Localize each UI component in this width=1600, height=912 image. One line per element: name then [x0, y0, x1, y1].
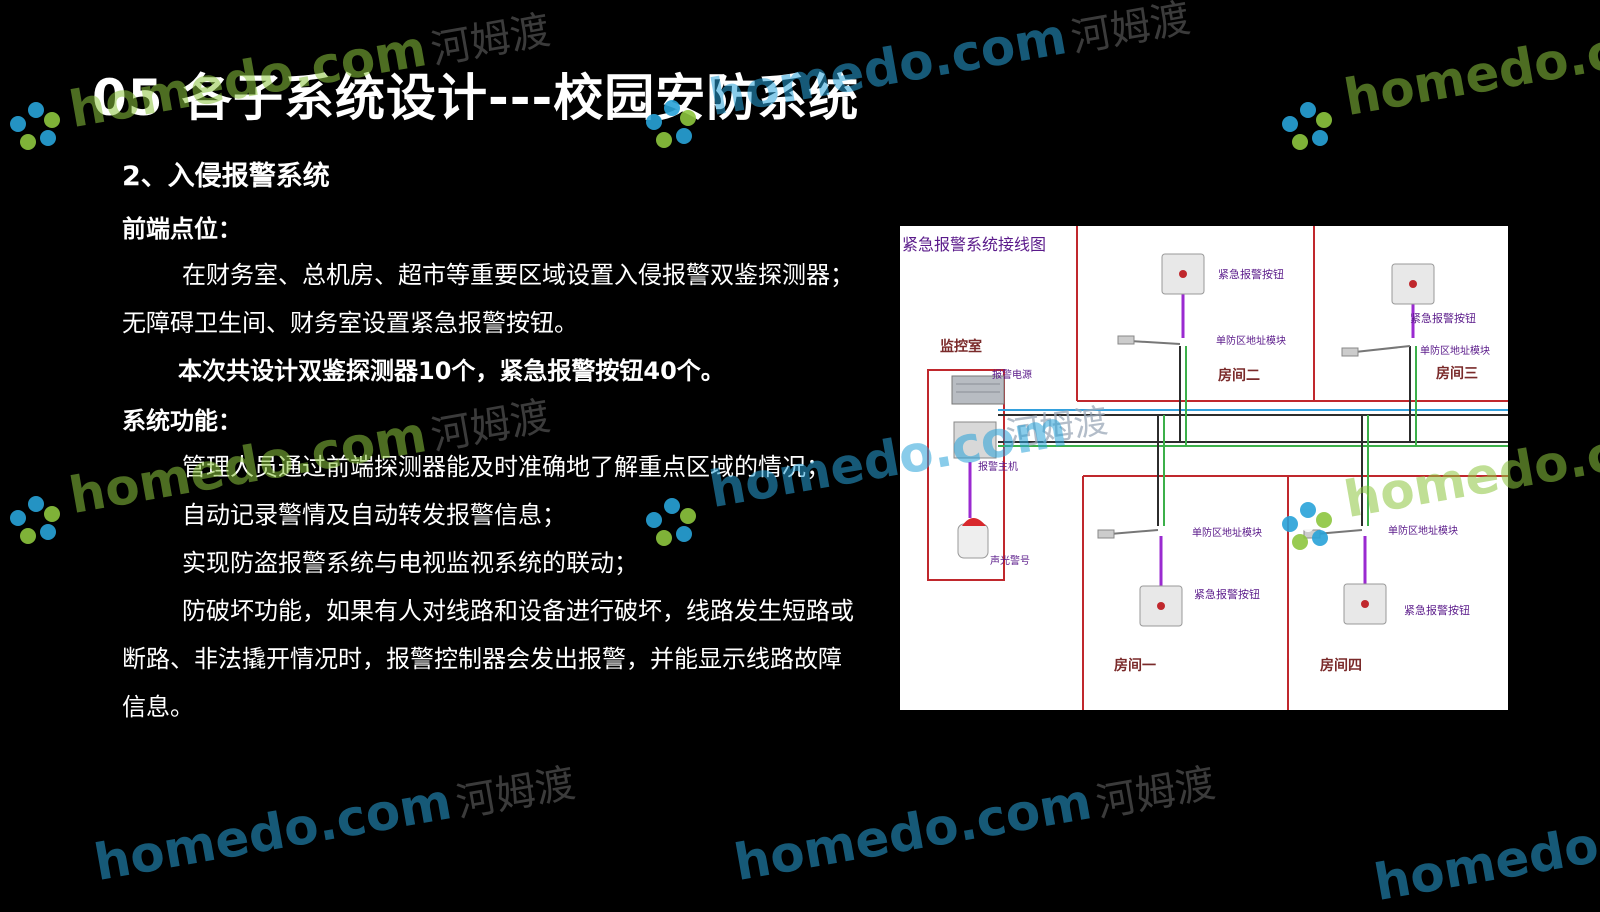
content-area: 2、入侵报警系统 前端点位： 在财务室、总机房、超市等重要区域设置入侵报警双鉴探… — [122, 155, 862, 731]
watermark-cn: 河姆渡 — [452, 760, 579, 827]
watermark-flower-icon — [1282, 102, 1332, 150]
room2-label: 房间二 — [1218, 367, 1260, 384]
func-item-3: 实现防盗报警系统与电视监视系统的联动； — [182, 549, 638, 577]
room4-label: 房间四 — [1320, 657, 1362, 674]
watermark-flower-icon — [10, 102, 60, 150]
module-label-room1: 单防区地址模块 — [1192, 526, 1262, 539]
address-module-room2 — [1117, 335, 1135, 345]
func-item-2: 自动记录警情及自动转发报警信息； — [182, 501, 566, 529]
front-label: 前端点位： — [122, 215, 242, 243]
wiring-diagram: 紧急报警系统接线图 监控室 报警电源 报警主机 声光警号 紧急报警按钮 单防区地… — [900, 226, 1508, 710]
button-label-room2: 紧急报警按钮 — [1218, 267, 1284, 281]
watermark-cn: 河姆渡 — [1092, 760, 1219, 827]
siren-label: 声光警号 — [990, 554, 1030, 567]
module-label-room2: 单防区地址模块 — [1216, 334, 1286, 347]
func-item-4: 防破坏功能，如果有人对线路和设备进行破坏，线路发生短路或断路、非法撬开情况时，报… — [122, 597, 854, 721]
func-item-1: 管理人员通过前端探测器能及时准确地了解重点区域的情况； — [182, 453, 830, 481]
page-title: 05 各子系统设计---校园安防系统 — [92, 69, 860, 127]
button-label-room3: 紧急报警按钮 — [1410, 311, 1476, 325]
front-summary: 本次共设计双鉴探测器10个，紧急报警按钮40个。 — [178, 357, 725, 385]
alarm-host-device — [953, 421, 997, 459]
watermark-7: homedo.com 河姆渡 — [90, 751, 579, 893]
diagram-title: 紧急报警系统接线图 — [902, 235, 1046, 254]
address-module-room4 — [1303, 529, 1321, 539]
siren-device — [957, 518, 989, 559]
room3-label: 房间三 — [1436, 365, 1478, 382]
watermark-brand: homedo.com — [90, 772, 456, 893]
watermark-9: homedo.com — [1370, 792, 1600, 912]
wiring-lines — [968, 286, 1508, 588]
address-module-room3 — [1341, 347, 1359, 357]
alarm-button-room4 — [1343, 583, 1387, 625]
module-label-room3: 单防区地址模块 — [1420, 344, 1490, 357]
control-room-label: 监控室 — [940, 338, 982, 355]
power-label: 报警电源 — [992, 368, 1032, 381]
button-label-room1: 紧急报警按钮 — [1194, 587, 1260, 601]
watermark-3: homedo.com — [1340, 7, 1600, 127]
room-walls — [927, 226, 1508, 710]
watermark-8: homedo.com 河姆渡 — [730, 751, 1219, 893]
alarm-button-room1 — [1139, 585, 1183, 627]
watermark-brand: homedo.com — [1340, 7, 1600, 128]
func-label: 系统功能： — [122, 407, 242, 435]
watermark-brand: homedo.com — [1370, 792, 1600, 912]
host-label: 报警主机 — [978, 460, 1018, 473]
section-subtitle: 2、入侵报警系统 — [122, 161, 330, 192]
button-label-room4: 紧急报警按钮 — [1404, 603, 1470, 617]
room1-label: 房间一 — [1114, 657, 1156, 674]
address-module-room1 — [1097, 529, 1115, 539]
alarm-button-room2 — [1161, 253, 1205, 295]
alarm-power-device — [951, 375, 1005, 405]
front-text: 在财务室、总机房、超市等重要区域设置入侵报警双鉴探测器；无障碍卫生间、财务室设置… — [122, 261, 854, 337]
alarm-button-room3 — [1391, 263, 1435, 305]
watermark-brand: homedo.com — [730, 772, 1096, 893]
wiring-diagram-svg: 紧急报警系统接线图 监控室 报警电源 报警主机 声光警号 紧急报警按钮 单防区地… — [902, 226, 1508, 710]
watermark-flower-icon — [10, 496, 60, 544]
watermark-cn: 河姆渡 — [1067, 0, 1194, 62]
module-label-room4: 单防区地址模块 — [1388, 524, 1458, 537]
